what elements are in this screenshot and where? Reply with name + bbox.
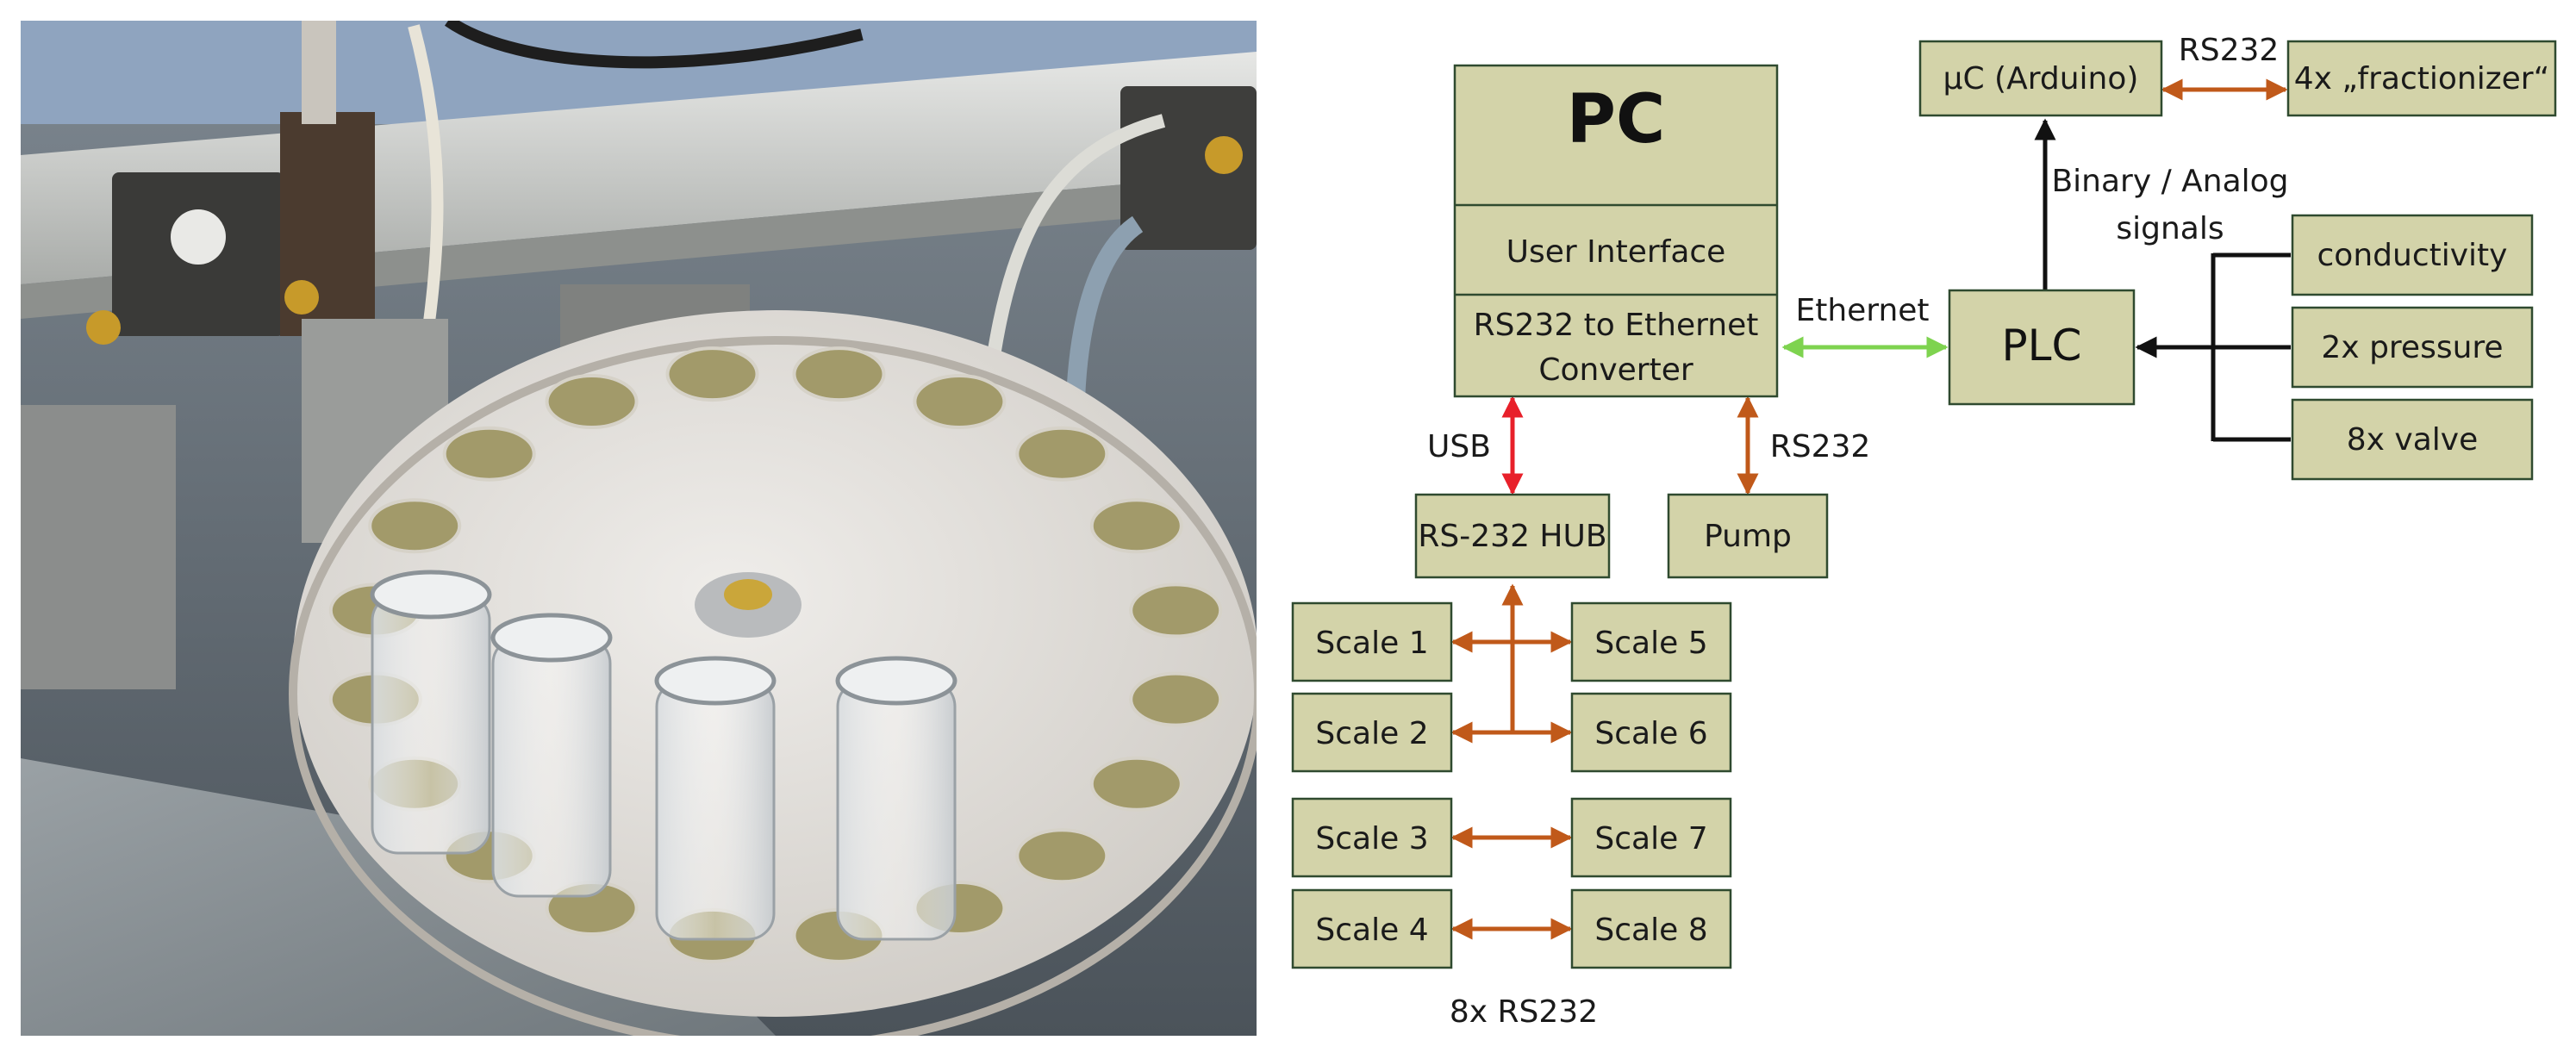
valve-label: 8x valve xyxy=(2347,422,2478,458)
plate-hole xyxy=(1089,498,1183,554)
pump-frame xyxy=(1667,493,1829,579)
conductivity-box: conductivity xyxy=(2291,214,2534,296)
rs232-hub-box: RS-232 HUB xyxy=(1414,493,1611,579)
pressure-frame xyxy=(2291,306,2534,389)
usb-label: USB xyxy=(1427,429,1491,464)
plc-label: PLC xyxy=(2002,321,2082,371)
glass-vial xyxy=(370,570,492,855)
rs232-hub-frame xyxy=(1414,493,1611,579)
scale-label: Scale 6 xyxy=(1594,716,1707,751)
scale-label: Scale 2 xyxy=(1315,716,1428,751)
scales-group: Scale 1 Scale 2 Scale 3 Scale 4 Scale 5 Scale… xyxy=(1291,601,1732,969)
scale-frame xyxy=(1291,797,1453,878)
scale-label: Scale 3 xyxy=(1315,821,1428,857)
plate-hole xyxy=(1015,828,1109,884)
ethernet-label: Ethernet xyxy=(1795,293,1929,328)
glass-vials xyxy=(370,570,957,941)
valve-frame xyxy=(2291,398,2534,481)
scale-box: Scale 2 xyxy=(1291,692,1453,773)
plate-hole xyxy=(665,346,759,402)
signals-label-line1: Binary / Analog xyxy=(2051,164,2288,199)
scale-box: Scale 6 xyxy=(1570,692,1732,773)
pc-box: PC User Interface RS232 to Ethernet Conv… xyxy=(1453,64,1779,398)
plate-hole xyxy=(545,374,639,429)
steel-cylinder xyxy=(21,405,176,689)
plc-box: PLC xyxy=(1948,289,2136,406)
photo-fraction-collector xyxy=(21,21,1257,1036)
scale-box: Scale 7 xyxy=(1570,797,1732,878)
scale-label: Scale 1 xyxy=(1315,626,1428,661)
fractionizer-box: 4x „fractionizer“ xyxy=(2286,40,2557,117)
scale-label: Scale 4 xyxy=(1315,913,1428,948)
plate-edge xyxy=(289,336,1257,1036)
valve-label xyxy=(171,209,226,265)
arduino-frame xyxy=(1918,40,2163,117)
pc-title: PC xyxy=(1567,81,1665,159)
fractionizer-frame xyxy=(2286,40,2557,117)
scale-frame xyxy=(1291,888,1453,969)
scale-frame xyxy=(1570,797,1732,878)
fractionizer-label: 4x „fractionizer“ xyxy=(2294,61,2549,97)
glass-vial xyxy=(654,656,777,941)
conductivity-label: conductivity xyxy=(2317,238,2508,273)
signals-label-line2: signals xyxy=(2116,211,2224,246)
pressure-box: 2x pressure xyxy=(2291,306,2534,389)
center-nut xyxy=(724,579,772,610)
glass-vial xyxy=(490,613,613,898)
eight-rs232-label: 8x RS232 xyxy=(1450,994,1598,1030)
plate-hole xyxy=(368,498,462,554)
arduino-label: µC (Arduino) xyxy=(1943,61,2139,97)
rs232-hub-label: RS-232 HUB xyxy=(1418,519,1606,554)
plate-hole xyxy=(1089,756,1183,812)
pump-box: Pump xyxy=(1667,493,1829,579)
scale-label: Scale 5 xyxy=(1594,626,1707,661)
pc-frame xyxy=(1453,64,1779,398)
plate-hole xyxy=(913,374,1007,429)
scale-frame xyxy=(1570,601,1732,682)
plc-frame xyxy=(1948,289,2136,406)
plate-hole xyxy=(1015,426,1109,482)
pump-rs232-label: RS232 xyxy=(1770,429,1871,464)
valve-box: 8x valve xyxy=(2291,398,2534,481)
arduino-box: µC (Arduino) xyxy=(1918,40,2163,117)
user-interface-label: User Interface xyxy=(1506,234,1726,270)
scale-frame xyxy=(1570,692,1732,773)
glass-vial xyxy=(835,656,957,941)
plate-hole xyxy=(442,426,536,482)
scale-label: Scale 7 xyxy=(1594,821,1707,857)
cable xyxy=(444,21,864,69)
pressure-label: 2x pressure xyxy=(2321,330,2503,365)
pump-label: Pump xyxy=(1704,519,1792,554)
scale-box: Scale 8 xyxy=(1570,888,1732,969)
plate-hole xyxy=(792,346,886,402)
brass-screw xyxy=(284,280,319,315)
scale-frame xyxy=(1570,888,1732,969)
plate-hole xyxy=(1129,671,1223,727)
scale-box: Scale 3 xyxy=(1291,797,1453,878)
scale-bus-arrows xyxy=(1450,631,1573,940)
arduino-rs232-label: RS232 xyxy=(2179,33,2280,68)
block-diagram: PC User Interface RS232 to Ethernet Conv… xyxy=(1291,33,2557,1030)
scale-box: Scale 5 xyxy=(1570,601,1732,682)
fitting xyxy=(302,21,336,124)
plate-hole xyxy=(1129,582,1223,639)
converter-label-line1: RS232 to Ethernet xyxy=(1474,308,1759,343)
scale-frame xyxy=(1291,692,1453,773)
scale-box: Scale 4 xyxy=(1291,888,1453,969)
scale-box: Scale 1 xyxy=(1291,601,1453,682)
conductivity-frame xyxy=(2291,214,2534,296)
brass-screw xyxy=(86,310,121,345)
converter-label-line2: Converter xyxy=(1538,352,1693,388)
scale-label: Scale 8 xyxy=(1594,913,1707,948)
scale-frame xyxy=(1291,601,1453,682)
brass-screw xyxy=(1205,136,1243,174)
